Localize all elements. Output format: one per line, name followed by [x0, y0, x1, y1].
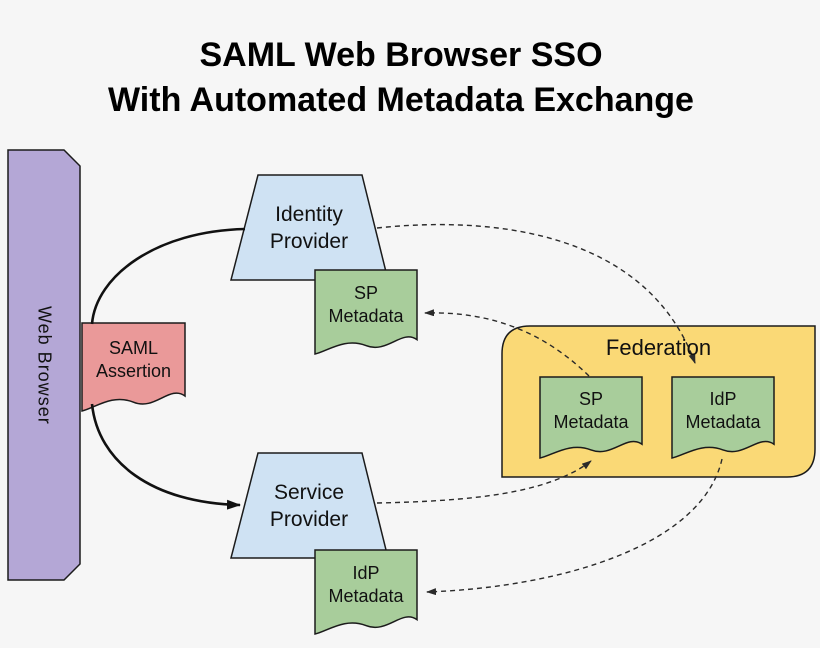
identity-provider-label: Identity Provider	[269, 203, 349, 253]
edge-sp-to-federation-sp-metadata	[376, 460, 592, 504]
title-line-1: SAML Web Browser SSO	[199, 36, 603, 74]
web-browser-label: Web Browser	[34, 305, 55, 425]
diagram-title: SAML Web Browser SSO With Automated Meta…	[0, 33, 802, 123]
federation-sp-metadata-shape	[539, 376, 643, 459]
federation-idp-metadata-shape	[671, 376, 775, 459]
edge-browser-to-idp	[90, 227, 246, 325]
federation-sp-metadata-label: SP Metadata	[553, 389, 629, 432]
title-line-2: With Automated Metadata Exchange	[108, 81, 694, 119]
edge-browser-to-sp-arrow	[90, 403, 241, 510]
federation-idp-metadata-label: IdP Metadata	[685, 389, 761, 432]
idp-metadata-at-sp-label: IdP Metadata	[328, 563, 404, 606]
saml-assertion-label: SAML Assertion	[95, 338, 172, 381]
edge-federation-sp-metadata-to-idp-copy	[424, 309, 590, 377]
web-browser-shape	[7, 149, 81, 581]
edge-idp-to-federation-idp-metadata	[376, 223, 696, 364]
sp-metadata-at-idp-shape	[314, 269, 418, 355]
federation-label: Federation	[605, 335, 712, 360]
service-provider-label: Service Provider	[269, 481, 349, 531]
edge-federation-idp-metadata-to-sp-copy	[426, 458, 723, 596]
sp-metadata-at-idp-label: SP Metadata	[328, 283, 404, 326]
idp-metadata-at-sp-shape	[314, 549, 418, 635]
